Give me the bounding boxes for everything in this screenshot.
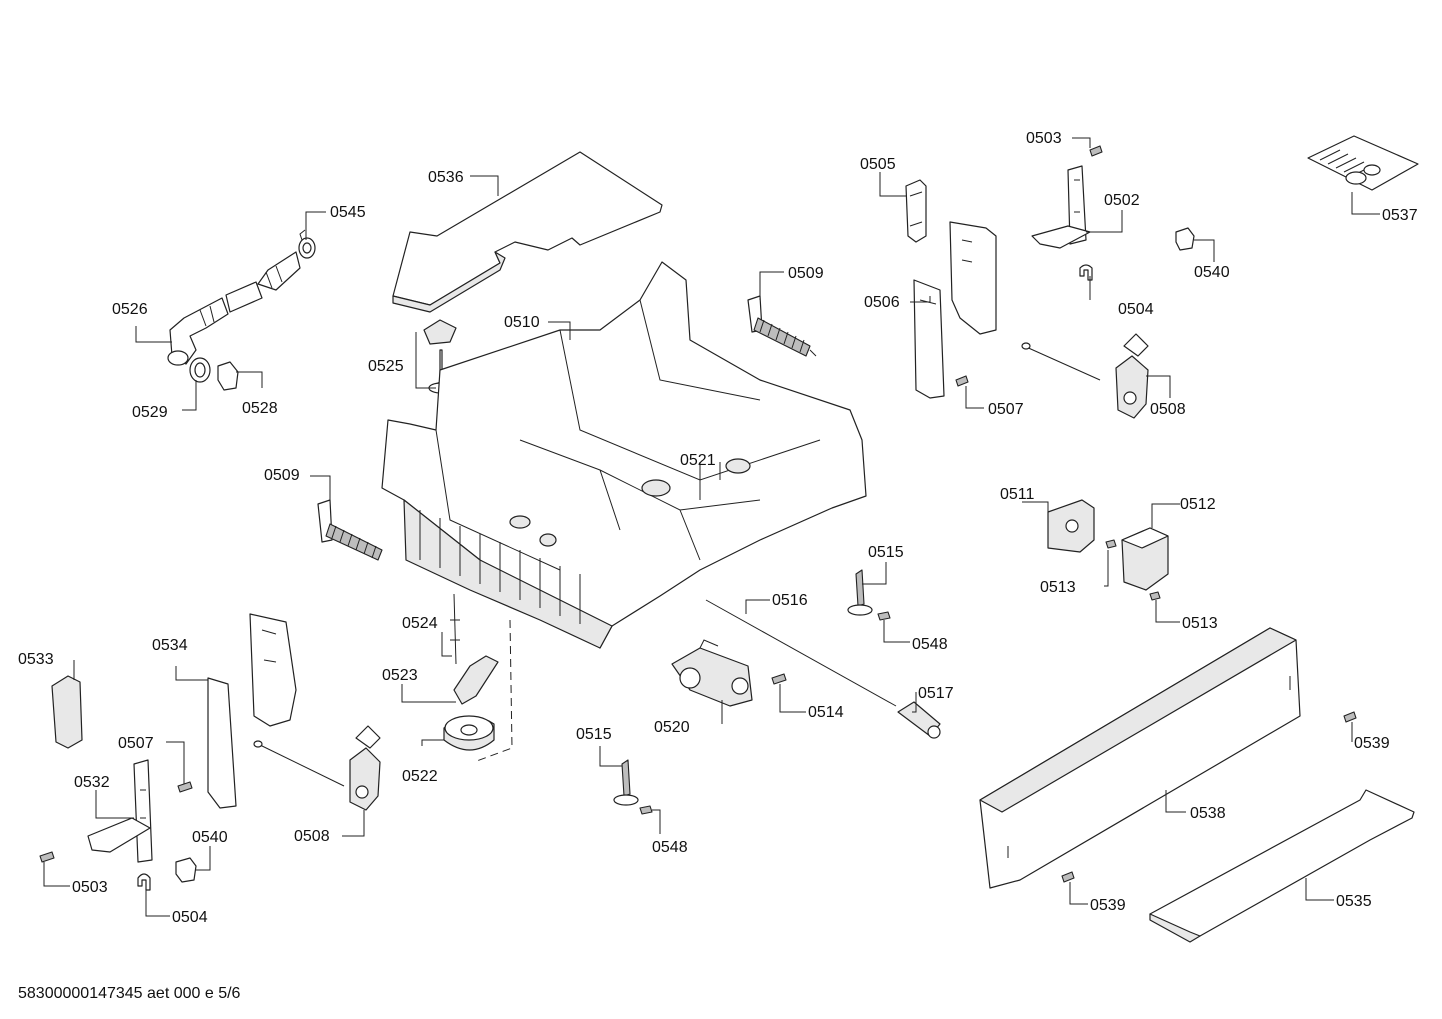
part-0508-sensor-bottom (253, 725, 381, 811)
label-0526: 0526 (112, 301, 148, 318)
part-0548-screw-top (877, 611, 891, 621)
label-0509-left: 0509 (264, 467, 300, 484)
part-0509-spring-top (747, 295, 817, 357)
label-0508-top: 0508 (1150, 401, 1186, 418)
part-0533-cover (51, 675, 83, 749)
label-0508-bottom: 0508 (294, 828, 330, 845)
label-0503-top: 0503 (1026, 130, 1062, 147)
part-0537-small-parts-kit (1307, 135, 1419, 191)
label-0504-bottom: 0504 (172, 909, 208, 926)
part-0505-bracket (905, 179, 927, 243)
part-0502-bracket (1031, 165, 1091, 249)
part-0548-screw-bottom (639, 805, 653, 815)
part-0522-float (443, 715, 495, 751)
label-0512: 0512 (1180, 496, 1216, 513)
label-0534: 0534 (152, 637, 188, 654)
label-0545: 0545 (330, 204, 366, 221)
part-0536-cover-plate (392, 151, 663, 313)
label-0540-top: 0540 (1194, 264, 1230, 281)
label-0539-bottom: 0539 (1090, 897, 1126, 914)
label-0520: 0520 (654, 719, 690, 736)
part-0539-screws (1061, 711, 1357, 883)
part-0514-screw (771, 673, 787, 685)
label-0525: 0525 (368, 358, 404, 375)
label-0517: 0517 (918, 685, 954, 702)
label-0522: 0522 (402, 768, 438, 785)
assembly-guide-line (473, 619, 513, 763)
part-0510-base-tub (381, 261, 867, 649)
part-0504-clip-top (1079, 264, 1093, 281)
label-0513-a: 0513 (1040, 579, 1076, 596)
part-0507-screw-bottom (177, 781, 193, 793)
label-0536: 0536 (428, 169, 464, 186)
label-0516: 0516 (772, 592, 808, 609)
label-0539-right: 0539 (1354, 735, 1390, 752)
part-0515-foot-bottom (613, 759, 639, 806)
label-0505: 0505 (860, 156, 896, 173)
part-0532-bracket (87, 759, 153, 863)
part-0507-screw-top (955, 375, 969, 387)
label-0513-b: 0513 (1182, 615, 1218, 632)
label-0502: 0502 (1104, 192, 1140, 209)
part-0508-sensor-top (1021, 333, 1149, 419)
part-0513-screws (1105, 539, 1161, 601)
label-0514: 0514 (808, 704, 844, 721)
label-0507-bottom: 0507 (118, 735, 154, 752)
label-0521: 0521 (680, 452, 716, 469)
label-0548-top: 0548 (912, 636, 948, 653)
part-0520-inlet-valve (671, 639, 753, 707)
label-0533: 0533 (18, 651, 54, 668)
part-0526-drain-hose (167, 251, 301, 366)
part-0512-cover (1121, 527, 1169, 591)
label-0515-bottom: 0515 (576, 726, 612, 743)
part-0540-clip-bottom (175, 857, 197, 883)
label-0506: 0506 (864, 294, 900, 311)
leader-lines (43, 137, 1380, 917)
document-footer-code: 58300000147345 aet 000 e 5/6 (18, 985, 241, 1002)
part-0538-front-panel (979, 627, 1301, 889)
label-0538: 0538 (1190, 805, 1226, 822)
callout-labels: 0536 0545 0526 0525 0510 0529 0528 0509 … (18, 130, 1418, 926)
part-0503-screw-top (1089, 145, 1103, 157)
part-0503-screw-bottom (39, 851, 55, 863)
label-0540-bottom: 0540 (192, 829, 228, 846)
label-0509-top: 0509 (788, 265, 824, 282)
part-0545-hose-clamp (298, 229, 316, 259)
label-0523: 0523 (382, 667, 418, 684)
label-0537: 0537 (1382, 207, 1418, 224)
label-0529: 0529 (132, 404, 168, 421)
label-0510: 0510 (504, 314, 540, 331)
label-0535: 0535 (1336, 893, 1372, 910)
label-0532: 0532 (74, 774, 110, 791)
label-0515-top: 0515 (868, 544, 904, 561)
part-0534-bracket (207, 613, 297, 809)
label-0548-bottom: 0548 (652, 839, 688, 856)
part-0511-housing (1047, 499, 1095, 553)
label-0503-bottom: 0503 (72, 879, 108, 896)
part-0523-float-lever (453, 655, 499, 705)
part-0528-clip (217, 361, 239, 391)
label-0504-top: 0504 (1118, 301, 1154, 318)
part-0517-knob (897, 701, 941, 739)
label-0511: 0511 (1000, 486, 1035, 503)
part-0515-foot-top (847, 569, 873, 616)
part-0529-hose-clamp (189, 357, 211, 383)
part-0506-bracket (913, 221, 997, 399)
part-0535-base-plate (1149, 789, 1415, 943)
part-0509-spring-left (317, 499, 383, 561)
part-0516-rod (705, 599, 897, 707)
part-0524-float-rod (450, 593, 460, 665)
part-0504-clip-bottom (137, 873, 151, 891)
label-0524: 0524 (402, 615, 438, 632)
part-0540-clip-top (1175, 227, 1195, 251)
label-0528: 0528 (242, 400, 278, 417)
label-0507-top: 0507 (988, 401, 1024, 418)
